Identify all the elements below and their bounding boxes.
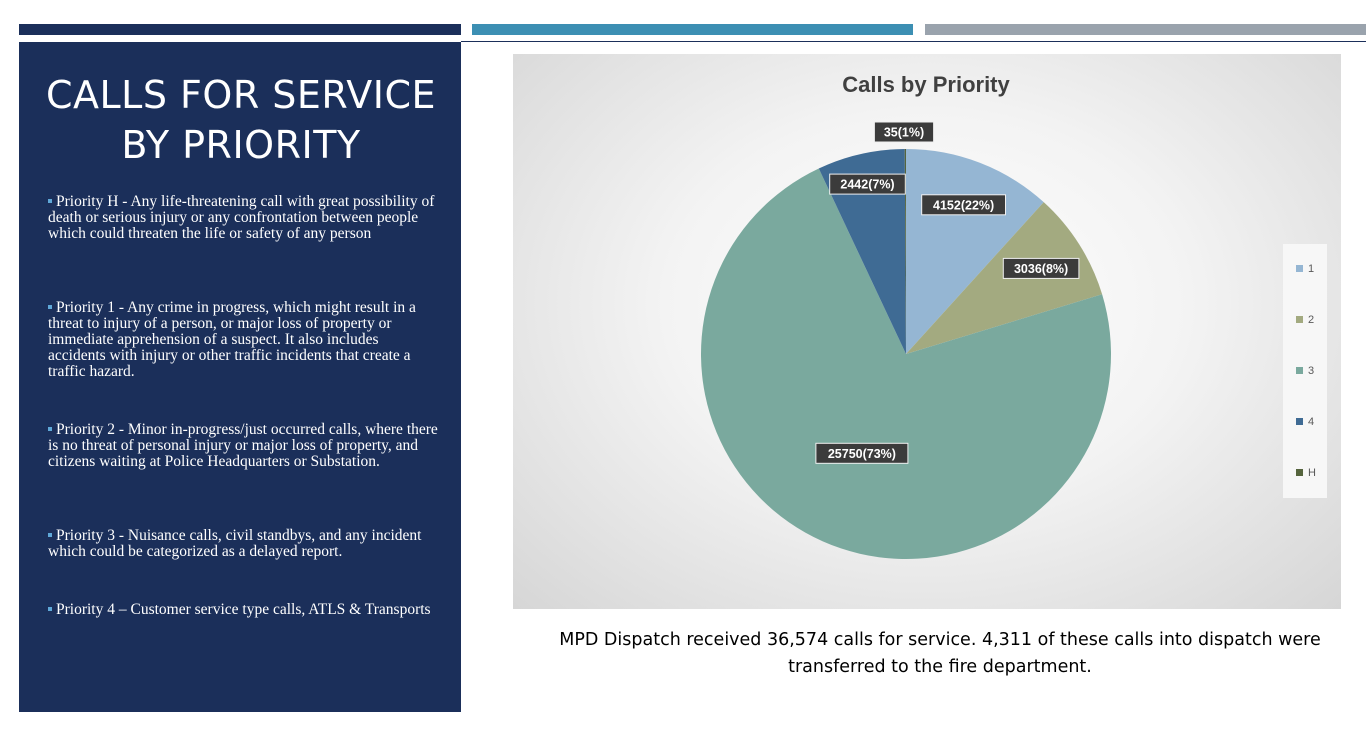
- data-label-text: 4152(22%): [933, 198, 994, 212]
- legend-swatch-3: [1296, 367, 1303, 374]
- pie-chart-svg: Calls by Priority 4152(22%) 3036(8%) 25750…: [700, 72, 1327, 560]
- data-label-box: [873, 121, 935, 143]
- priority-1-definition: Priority 1 - Any crime in progress, whic…: [48, 300, 440, 380]
- chart-legend: 1 2 3 4H: [1296, 263, 1316, 479]
- legend-box: [1283, 244, 1327, 498]
- bullet-icon: [48, 427, 52, 431]
- legend-swatch-4: [1296, 418, 1303, 425]
- pie-slice-3: [700, 168, 1111, 560]
- data-label-text: 35(1%): [884, 126, 924, 140]
- pie-slice-h: [904, 148, 906, 354]
- data-label-2: 3036(8%): [1002, 257, 1080, 279]
- data-label-4: 2442(7%): [829, 173, 906, 195]
- legend-label-3: 3: [1308, 365, 1314, 377]
- bullet-icon: [48, 533, 52, 537]
- definition-text: Priority 2 - Minor in-progress/just occu…: [48, 421, 438, 470]
- header-rule: [461, 41, 1366, 42]
- legend-swatch-h: [1296, 469, 1303, 476]
- data-label-h: 35(1%): [873, 121, 935, 143]
- bullet-icon: [48, 305, 52, 309]
- definition-text: Priority 1 - Any crime in progress, whic…: [48, 299, 416, 380]
- data-label-text: 25750(73%): [828, 447, 896, 461]
- chart-title: Calls by Priority: [842, 72, 1010, 97]
- accent-bar-blue: [472, 24, 913, 35]
- accent-bar-gray: [925, 24, 1366, 35]
- dispatch-summary-caption: MPD Dispatch received 36,574 calls for s…: [559, 630, 1321, 677]
- priority-3-definition: Priority 3 - Nuisance calls, civil stand…: [48, 528, 440, 560]
- data-label-box: [1002, 257, 1080, 279]
- legend-label-h: H: [1308, 467, 1316, 479]
- legend-label-2: 2: [1308, 314, 1314, 326]
- data-label-box: [829, 173, 906, 195]
- priority-2-definition: Priority 2 - Minor in-progress/just occu…: [48, 422, 440, 470]
- data-label-3: 25750(73%): [815, 442, 909, 464]
- legend-swatch-2: [1296, 316, 1303, 323]
- definition-text: Priority 3 - Nuisance calls, civil stand…: [48, 527, 422, 560]
- definition-text: Priority H - Any life-threatening call w…: [48, 193, 435, 242]
- data-label-1: 4152(22%): [921, 194, 1007, 216]
- pie-slices: [700, 148, 1111, 560]
- slide-title-line-2: BY PRIORITY: [121, 123, 361, 167]
- data-label-box: [815, 442, 909, 464]
- legend-label-4: 4: [1308, 416, 1314, 428]
- data-label-text: 2442(7%): [840, 178, 894, 192]
- legend-label-1: 1: [1308, 263, 1314, 275]
- bullet-icon: [48, 607, 52, 611]
- pie-slice-4: [818, 149, 906, 354]
- definitions-panel: CALLS FOR SERVICE BY PRIORITY Priority H…: [19, 42, 461, 712]
- priority-h-definition: Priority H - Any life-threatening call w…: [48, 194, 440, 242]
- slide-title-line-1: CALLS FOR SERVICE: [45, 73, 437, 117]
- bullet-icon: [48, 199, 52, 203]
- data-label-text: 3036(8%): [1014, 262, 1068, 276]
- data-label-box: [921, 194, 1007, 216]
- slide-title: CALLS FOR SERVICE BY PRIORITY: [39, 70, 443, 170]
- legend-swatch-1: [1296, 265, 1303, 272]
- pie-data-labels: 4152(22%) 3036(8%) 25750(73%) 2442(7%) 35(1%…: [815, 121, 1080, 464]
- pie-chart: Calls by Priority 4152(22%) 3036(8%) 25750…: [513, 54, 1341, 609]
- definition-text: Priority 4 – Customer service type calls…: [56, 601, 431, 618]
- accent-bar-navy: [19, 24, 461, 35]
- priority-4-definition: Priority 4 – Customer service type calls…: [48, 602, 440, 618]
